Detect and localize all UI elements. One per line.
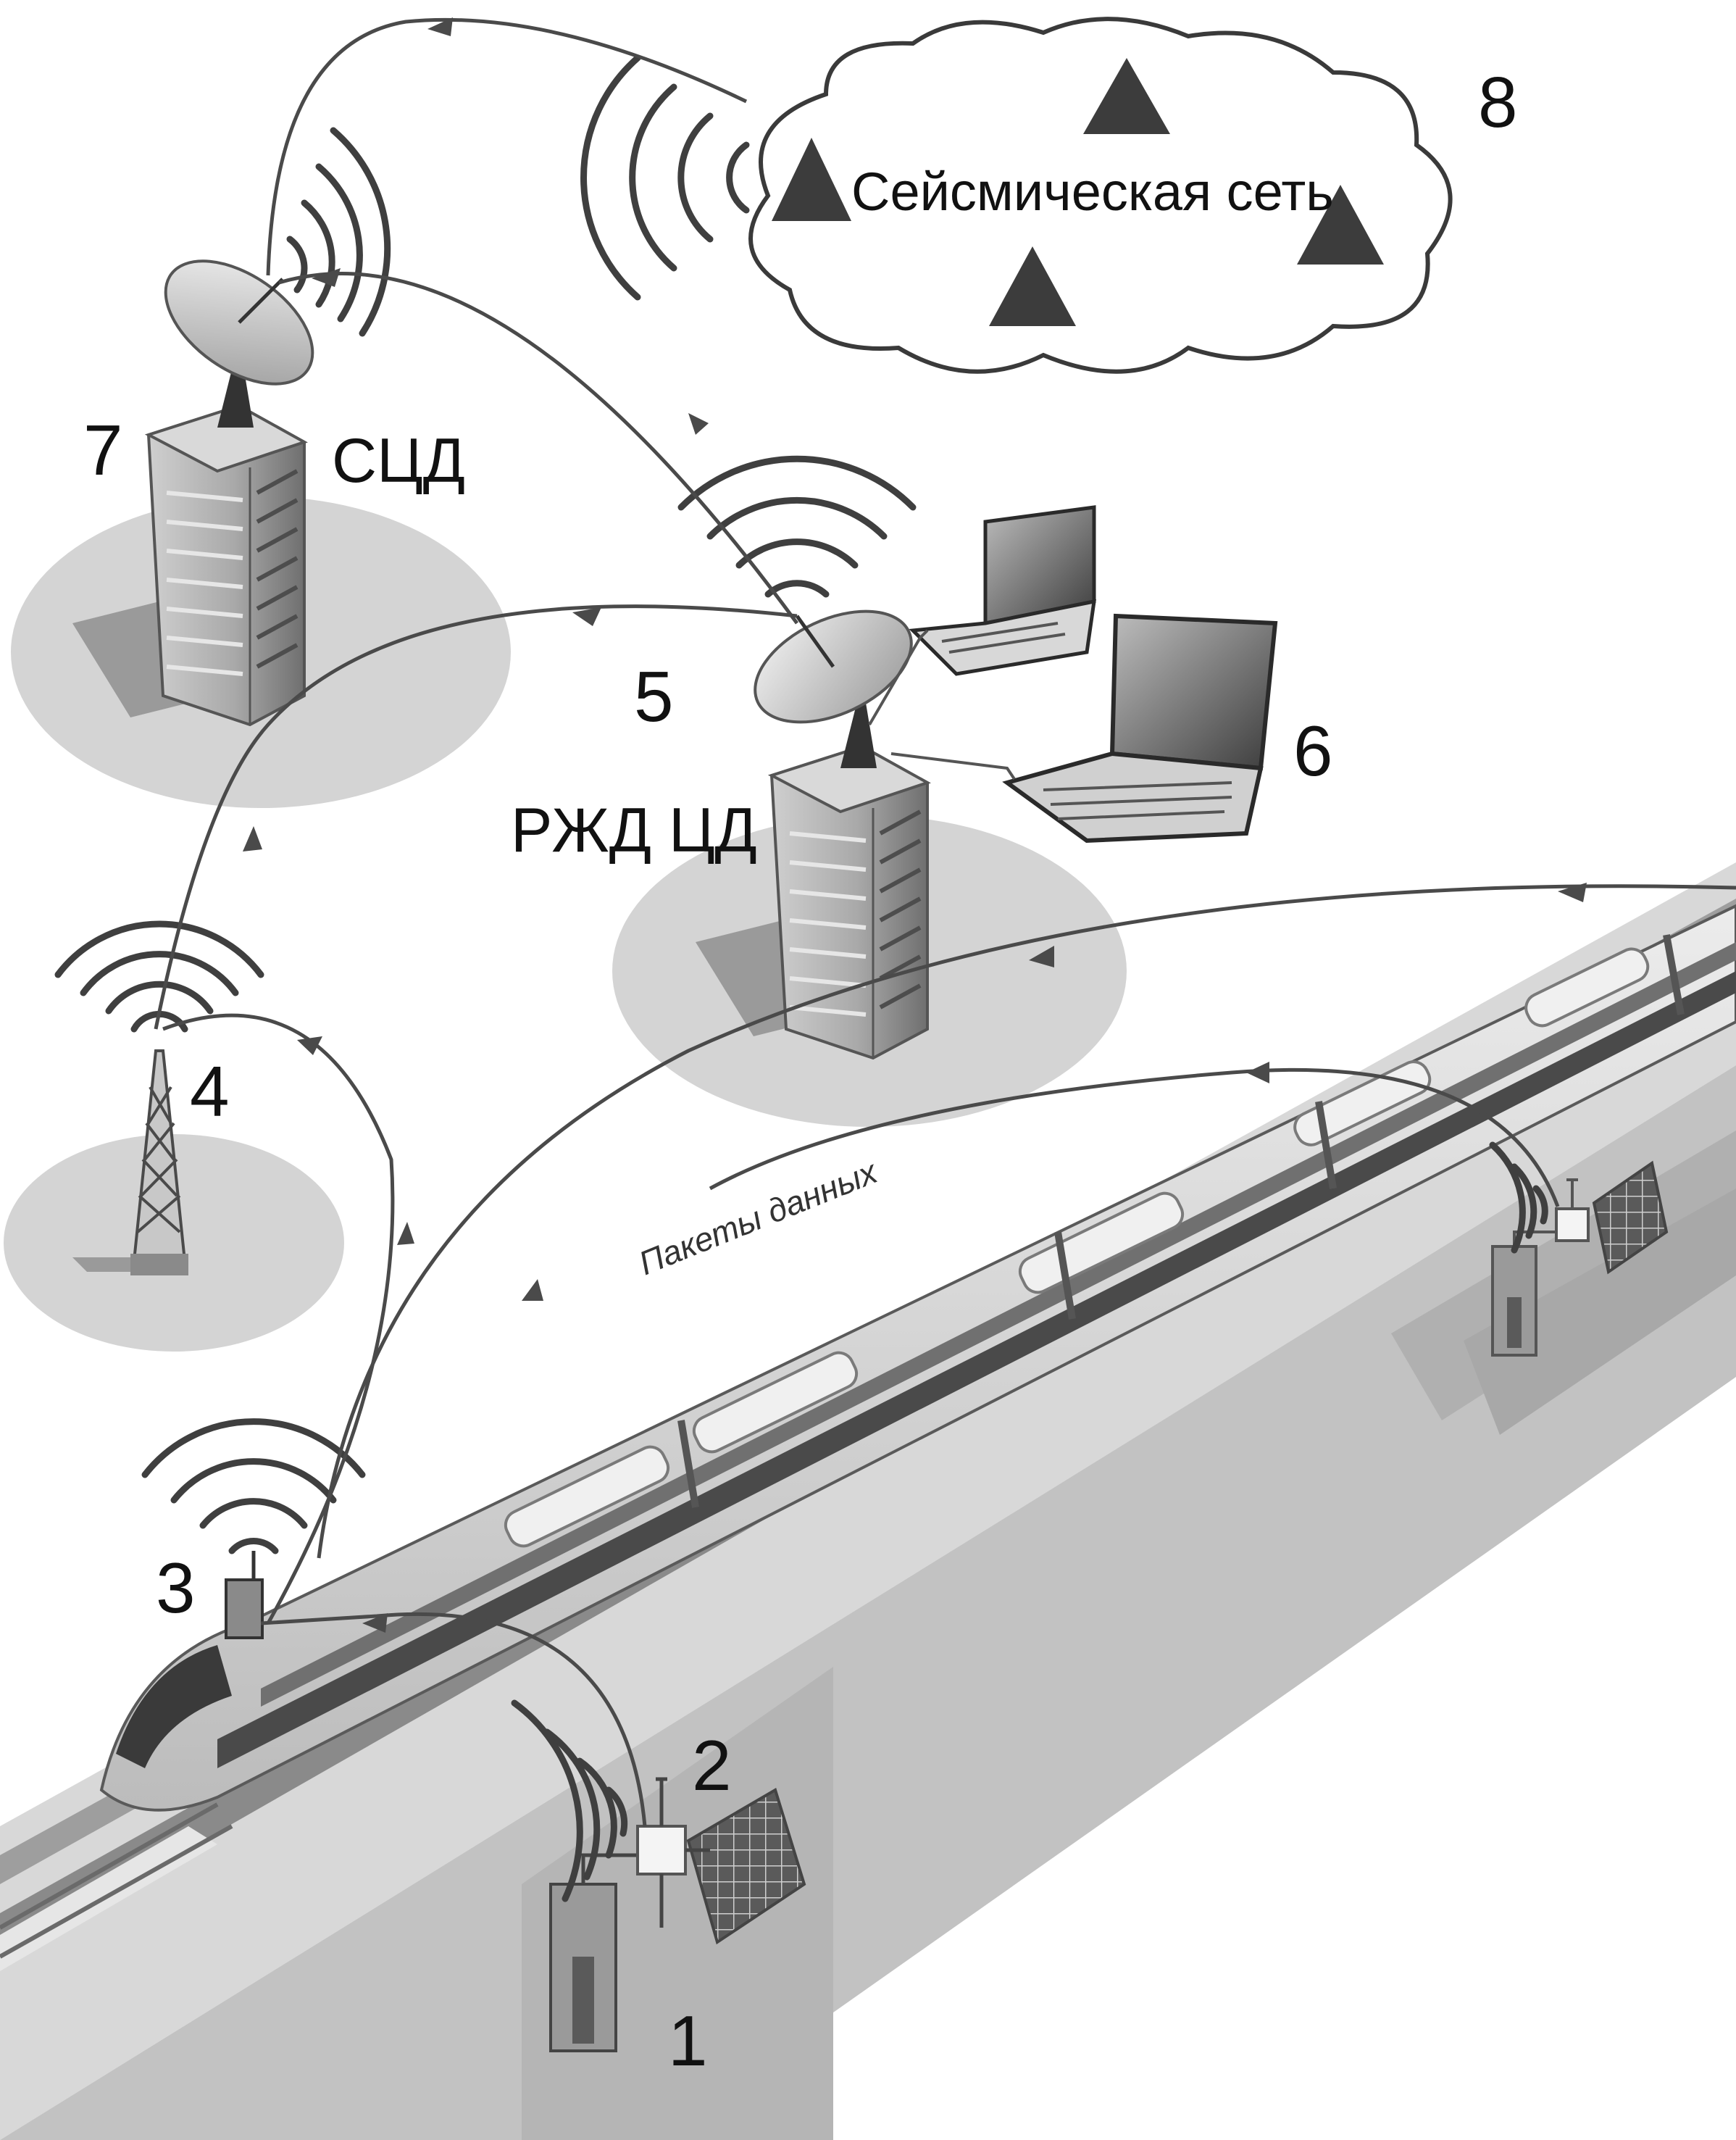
solar-panel-icon: [1592, 1160, 1669, 1275]
office-building-icon: [767, 744, 931, 1060]
office-building-icon: [144, 404, 308, 727]
radio-waves-icon: [286, 127, 391, 337]
satellite-dish-icon: [754, 609, 913, 768]
label-transmitter-2: 2: [692, 1725, 732, 1805]
cloud-icon: [748, 17, 1453, 374]
seismic-station-triangle-icon: [772, 58, 1384, 326]
label-cloud-8: 8: [1478, 62, 1518, 142]
label-onboard-3: 3: [156, 1548, 196, 1628]
radio-waves-icon: [1489, 1141, 1548, 1254]
radio-tower-icon: [130, 1049, 188, 1275]
label-sensor-1: 1: [668, 2001, 708, 2081]
laptop-icon: [909, 505, 1096, 676]
transmitter-box-icon: [225, 1578, 264, 1639]
satellite-dish-icon: [164, 259, 314, 428]
label-rzd-dc: РЖД ЦД: [511, 796, 757, 865]
seismic-sensor-icon: [549, 1833, 647, 2052]
network-cables: [868, 629, 1016, 780]
label-building-7: 7: [83, 410, 123, 490]
data-links: [154, 17, 1736, 1827]
radio-waves-icon: [511, 1699, 628, 1902]
label-sdc: СЦД: [332, 426, 465, 496]
laptop-icon: [1002, 613, 1278, 844]
label-seismic-network: Сейсмическая сеть: [851, 162, 1334, 222]
radio-waves-icon: [141, 1418, 366, 1554]
radio-waves-icon: [677, 455, 917, 598]
train-icon: [99, 904, 1736, 1812]
label-data-packets: Пакеты данных: [633, 1152, 883, 1283]
seismic-sensor-icon: [1491, 1225, 1559, 1357]
radio-waves-icon: [580, 54, 750, 301]
label-tower-4: 4: [190, 1052, 230, 1131]
transmitter-box-icon: [636, 1777, 687, 1928]
transmitter-box-icon: [1555, 1178, 1590, 1242]
label-dish-5: 5: [634, 657, 674, 736]
solar-panel-icon: [685, 1788, 806, 1945]
label-laptops-6: 6: [1293, 711, 1333, 791]
